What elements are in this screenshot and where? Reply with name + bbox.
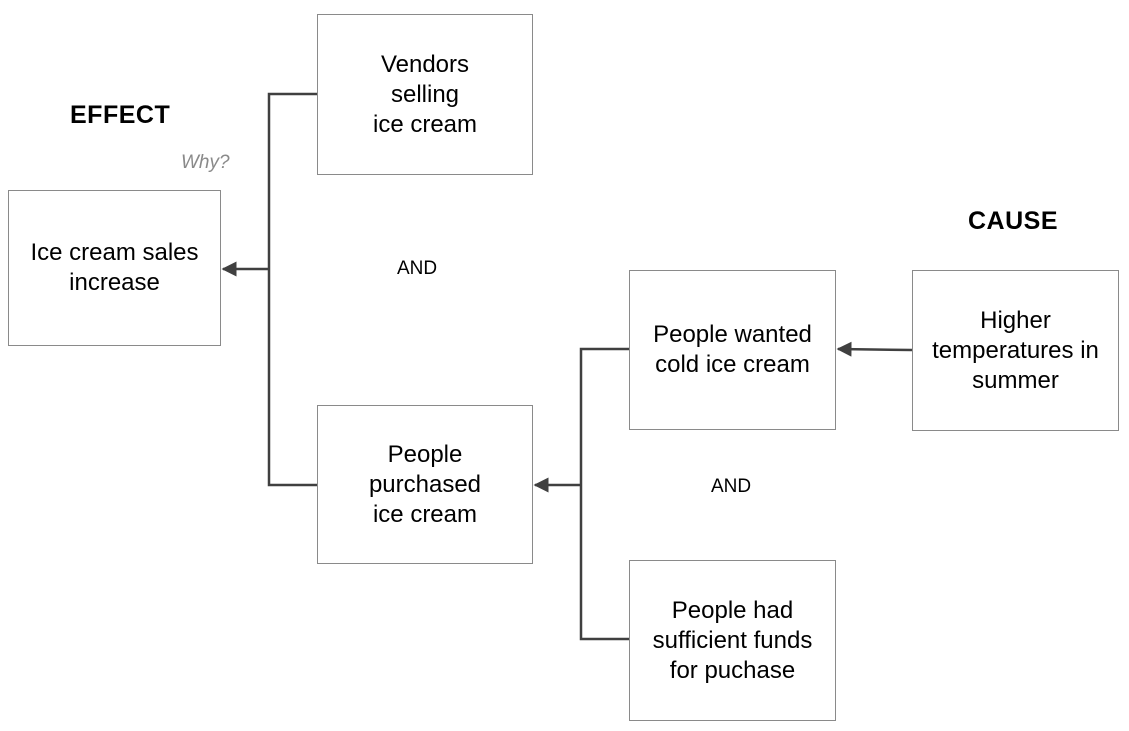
node-label: Vendors selling ice cream [372,50,478,138]
node-people-purchased-ice-cream: People purchased ice cream [317,405,533,564]
node-label: People had sufficient funds for puchase [652,596,813,684]
node-label: People wanted cold ice cream [653,321,812,378]
node-label: Higher temperatures in summer [932,306,1099,394]
and-label-lower: AND [711,476,752,497]
effect-heading: EFFECT [70,101,171,129]
node-label: People purchased ice cream [368,440,482,528]
cause-heading: CAUSE [968,207,1059,235]
node-people-had-sufficient-funds: People had sufficient funds for puchase [629,560,836,721]
bracket-effect [267,92,317,487]
node-people-wanted-cold-ice-cream: People wanted cold ice cream [629,270,836,430]
node-label: Ice cream sales increase [30,239,199,296]
arrow-to-wanted [836,341,913,357]
why-annotation: Why? [181,152,230,173]
node-higher-temperatures-in-summer: Higher temperatures in summer [912,270,1119,431]
bracket-purchased [579,347,629,641]
and-label-upper: AND [397,258,438,279]
node-vendors-selling-ice-cream: Vendors selling ice cream [317,14,533,175]
node-ice-cream-sales-increase: Ice cream sales increase [8,190,221,346]
